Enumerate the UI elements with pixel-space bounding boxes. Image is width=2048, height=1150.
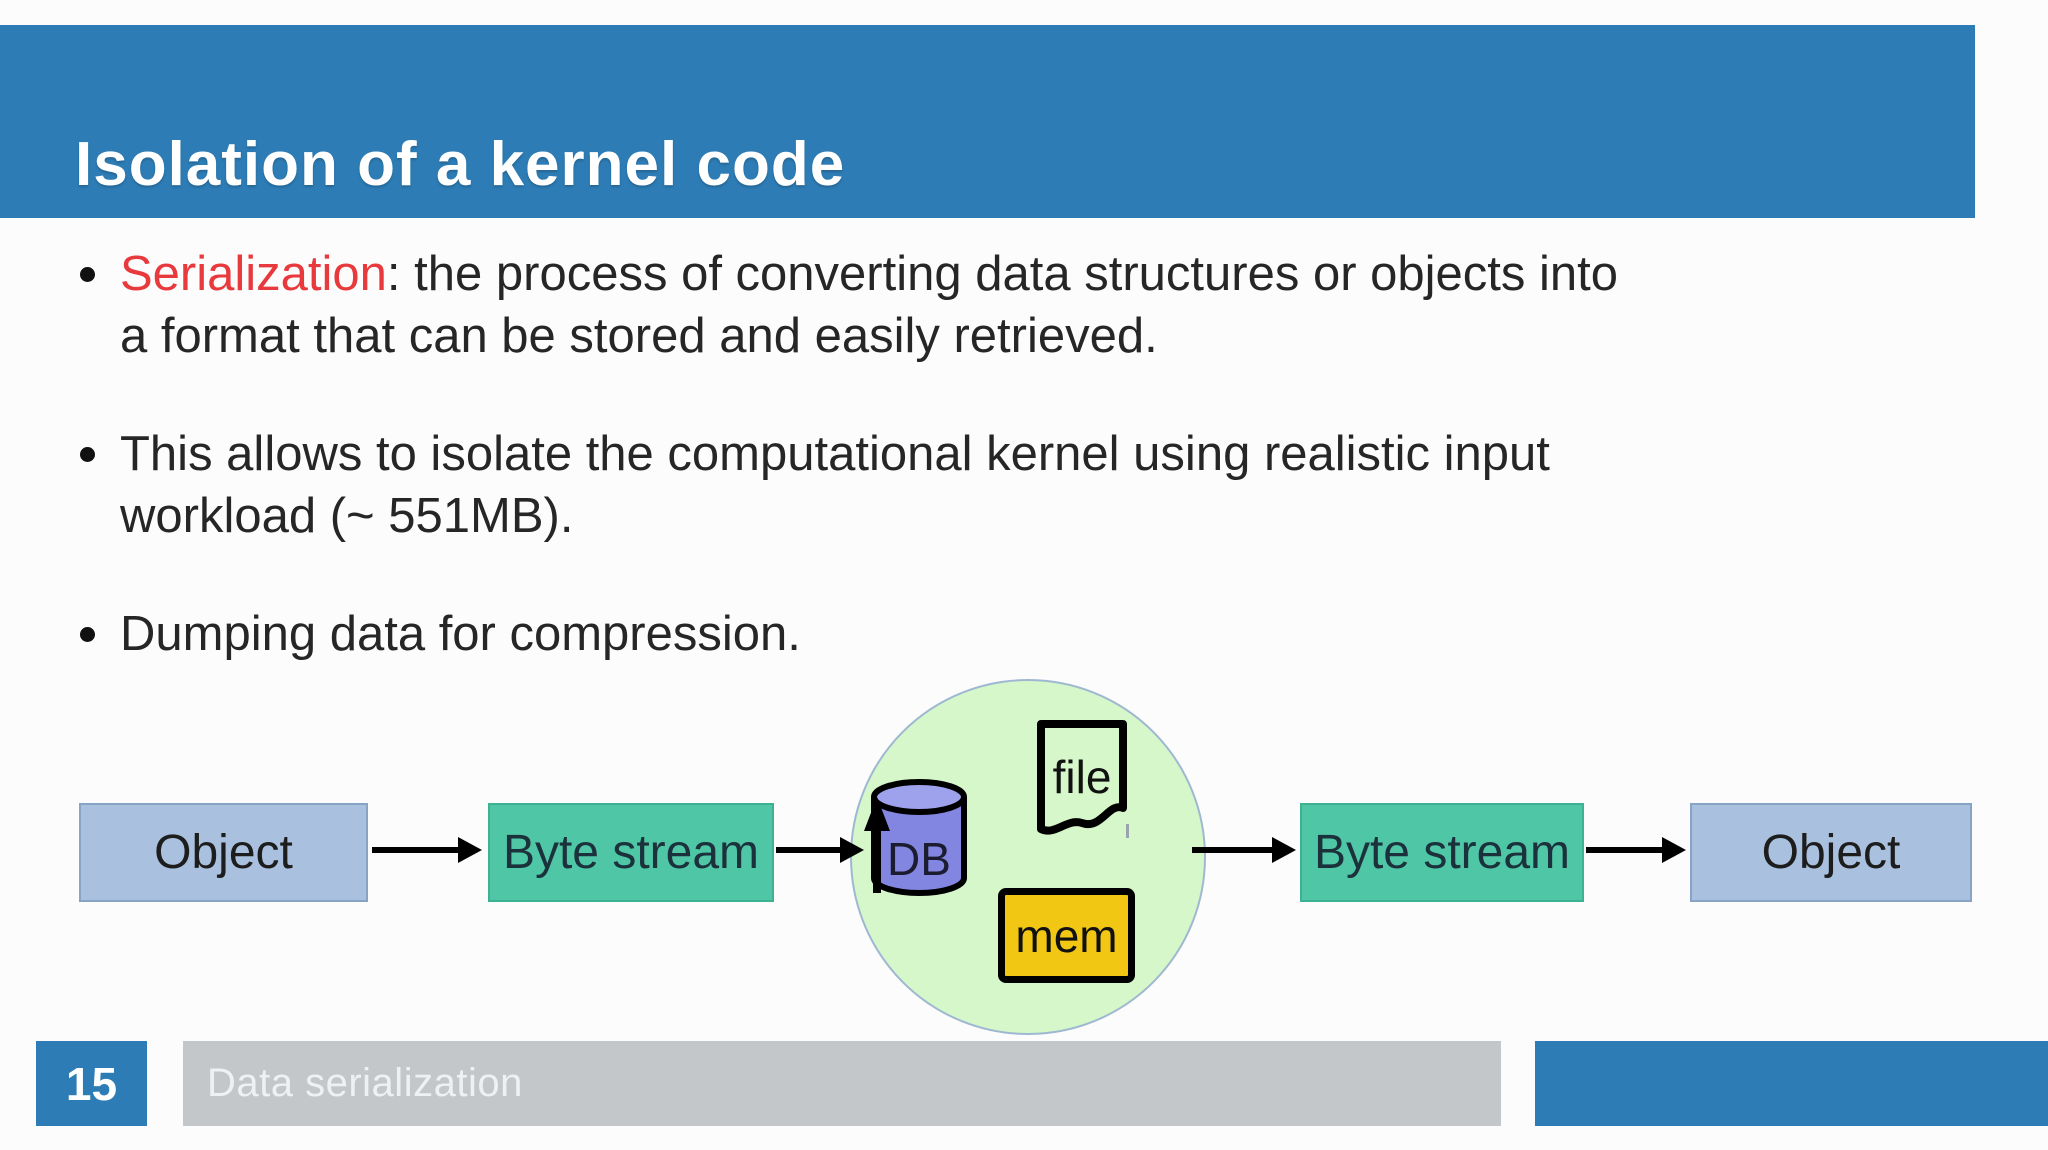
bullet-text: : the process of converting data structu… [386,247,1618,301]
node-label: Object [1761,826,1901,879]
arrow-head [1272,837,1296,863]
arrow-right-icon [1586,837,1686,863]
arrow-right-icon [1192,837,1296,863]
arrow-shaft [1192,847,1276,853]
bullet-list: Serialization: the process of converting… [80,243,1618,721]
diagram-node-byte-stream-right: Byte stream [1300,803,1584,902]
footer-accent-bar [1535,1041,2048,1126]
arrow-head [1662,837,1686,863]
page-number-badge: 15 [36,1041,147,1126]
file-icon: file [1037,720,1127,835]
db-label: DB [887,833,951,885]
node-label: Byte stream [1313,826,1571,879]
arrow-shaft [372,847,462,853]
page-title: Isolation of a kernel code [75,130,846,199]
file-label: file [1053,751,1112,803]
footer-bar: Data serialization [183,1041,1501,1126]
bullet-serialization: Serialization: the process of converting… [80,243,1618,367]
bullet-line: a format that can be stored and easily r… [120,309,1158,363]
arrow-up-icon [864,797,890,893]
arrow-right-icon [372,837,482,863]
diagram-node-object-right: Object [1690,803,1972,902]
node-label: Object [154,826,293,879]
arrow-shaft [776,847,844,853]
bullet-line: Serialization: the process of converting… [120,243,1618,305]
diagram-node-byte-stream-left: Byte stream [488,803,774,902]
highlight-term: Serialization [120,247,387,301]
bullet-line: Dumping data for compression. [120,607,801,661]
footer-label: Data serialization [207,1061,523,1105]
arrow-right-icon [776,837,864,863]
node-label: Byte stream [502,826,760,879]
bullet-dumping-data: Dumping data for compression. [80,603,1618,665]
mem-label: mem [1015,909,1118,962]
bullet-line: This allows to isolate the computational… [120,427,1550,481]
diagram-node-object-left: Object [79,803,368,902]
arrow-shaft [1586,847,1666,853]
arrow-head [840,837,864,863]
page-number: 15 [65,1057,118,1110]
memory-box: mem [998,888,1135,983]
arrow-head [458,837,482,863]
slide-header: Isolation of a kernel code [0,25,1975,218]
bullet-line: workload (~ 551MB). [120,489,574,543]
database-icon: DB [864,779,967,896]
bullet-isolate-kernel: This allows to isolate the computational… [80,423,1618,547]
stray-mark [1126,824,1129,838]
